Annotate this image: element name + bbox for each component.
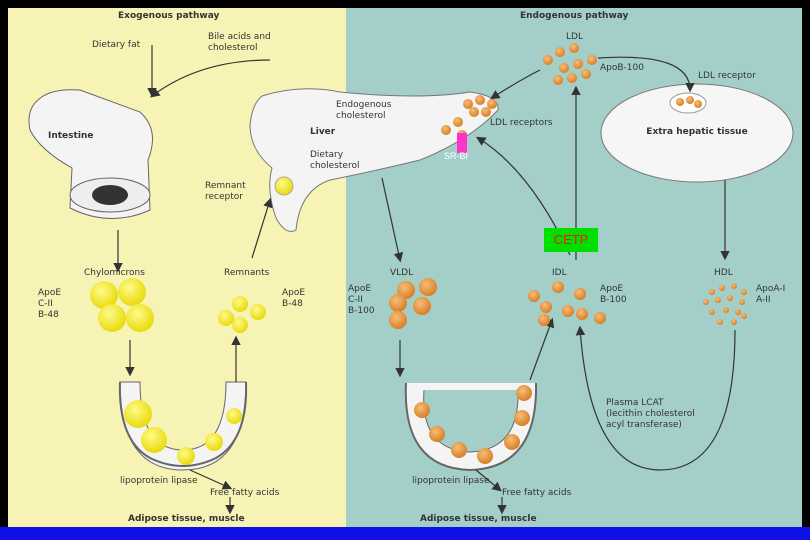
chylomicron-particles (90, 278, 154, 332)
remnant-receptor-label: Remnant receptor (205, 181, 246, 202)
apob100-label: ApoB-100 (600, 63, 644, 73)
dietary-fat-label: Dietary fat (92, 40, 141, 50)
idl-label: IDL (552, 268, 567, 278)
extra-hepatic-tissue-label: Extra hepatic tissue (646, 127, 748, 137)
free-fatty-acids-left-label: Free fatty acids (210, 488, 280, 498)
chylomicron-apolipoproteins: ApoE C-II B-48 (38, 288, 62, 320)
hdl-apolipoproteins: ApoA-I A-II (756, 284, 786, 305)
extra-hepatic-ldl-particles (676, 96, 702, 108)
chylomicrons-label: Chylomicrons (84, 268, 145, 278)
remnants-label: Remnants (224, 268, 270, 278)
hdl-particles (703, 283, 747, 325)
adipose-tissue-left-label: Adipose tissue, muscle (128, 514, 245, 524)
capillary-chylomicrons (124, 400, 242, 465)
idl-particles (528, 281, 606, 326)
ldl-label: LDL (566, 32, 583, 42)
idl-apolipoproteins: ApoE B-100 (600, 284, 627, 305)
capillary-vldl (414, 385, 532, 464)
free-fatty-acids-right-label: Free fatty acids (502, 488, 572, 498)
liver-shape (249, 88, 499, 232)
vldl-label: VLDL (390, 268, 414, 278)
endogenous-cholesterol-label: Endogenous cholesterol (336, 100, 392, 121)
ldl-receptor-label: LDL receptor (698, 71, 756, 81)
lipoprotein-lipase-right-label: lipoprotein lipase (412, 476, 490, 486)
remnant-apolipoproteins: ApoE B-48 (282, 288, 306, 309)
vldl-particles (389, 278, 437, 329)
liver-label: Liver (310, 127, 336, 137)
lipoprotein-lipase-left-label: lipoprotein lipase (120, 476, 198, 486)
sr-bi-receptor-marker (457, 133, 467, 153)
hdl-label: HDL (714, 268, 733, 278)
bile-acids-label: Bile acids and cholesterol (208, 32, 271, 53)
remnant-particles (218, 176, 294, 333)
intestine-label: Intestine (48, 131, 94, 141)
ldl-particles (543, 43, 597, 85)
intestine-shape (28, 89, 153, 219)
dietary-cholesterol-label: Dietary cholesterol (310, 150, 360, 171)
pathway-arrows (113, 45, 736, 515)
ldl-receptors-label: LDL receptors (490, 118, 553, 128)
endogenous-panel (346, 8, 802, 528)
bottom-bar (0, 527, 810, 540)
extra-hepatic-tissue-shape (600, 83, 794, 183)
adipose-tissue-right-label: Adipose tissue, muscle (420, 514, 537, 524)
plasma-lcat-label: Plasma LCAT (lecithin cholesterol acyl t… (606, 398, 695, 430)
vldl-apolipoproteins: ApoE C-II B-100 (348, 284, 375, 316)
exogenous-pathway-title: Exogenous pathway (118, 11, 220, 21)
endogenous-pathway-title: Endogenous pathway (520, 11, 629, 21)
sr-bi-label: SR-BI (444, 151, 469, 161)
cetp-label: CETP (544, 228, 598, 252)
